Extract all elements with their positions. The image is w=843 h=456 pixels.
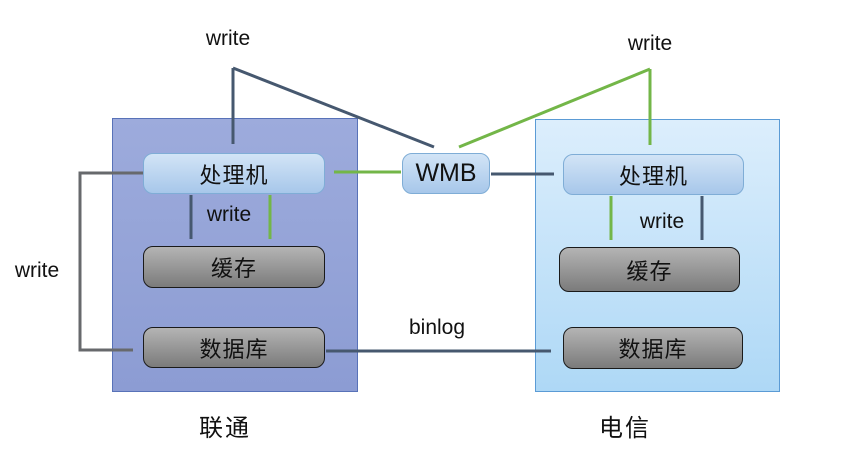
label-write-side-left: write <box>14 259 60 282</box>
label-write-inner-left: write <box>206 203 252 226</box>
node-left-database: 数据库 <box>143 327 325 368</box>
label-write-inner-right: write <box>639 210 685 233</box>
node-right-cache: 缓存 <box>559 247 740 292</box>
node-right-database: 数据库 <box>563 327 743 369</box>
node-right-processor: 处理机 <box>563 154 744 195</box>
label-region-unicom: 联通 <box>199 415 251 442</box>
node-left-processor: 处理机 <box>143 153 325 194</box>
label-write-top-right: write <box>627 32 673 55</box>
label-write-top-left: write <box>205 27 251 50</box>
node-wmb-broker: WMB <box>402 153 490 194</box>
label-region-telecom: 电信 <box>599 415 651 442</box>
label-binlog: binlog <box>408 316 466 339</box>
node-left-cache: 缓存 <box>143 246 325 288</box>
